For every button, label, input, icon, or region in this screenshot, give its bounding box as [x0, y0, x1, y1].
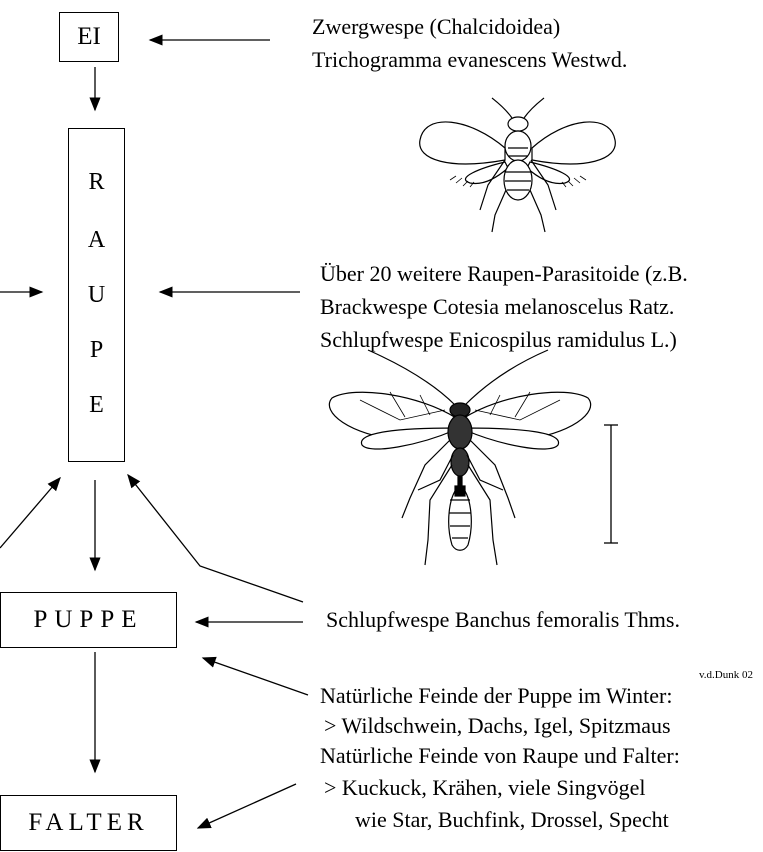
trichogramma-illustration — [420, 98, 616, 232]
arrow-banchus-diagonal-to-raupe — [128, 475, 303, 602]
ichneumon-illustration — [329, 350, 590, 565]
arrow-left-diagonal-to-raupe — [0, 478, 60, 548]
arrow-feinde-to-falter — [198, 784, 296, 828]
arrow-feinde-to-puppe — [203, 658, 308, 695]
